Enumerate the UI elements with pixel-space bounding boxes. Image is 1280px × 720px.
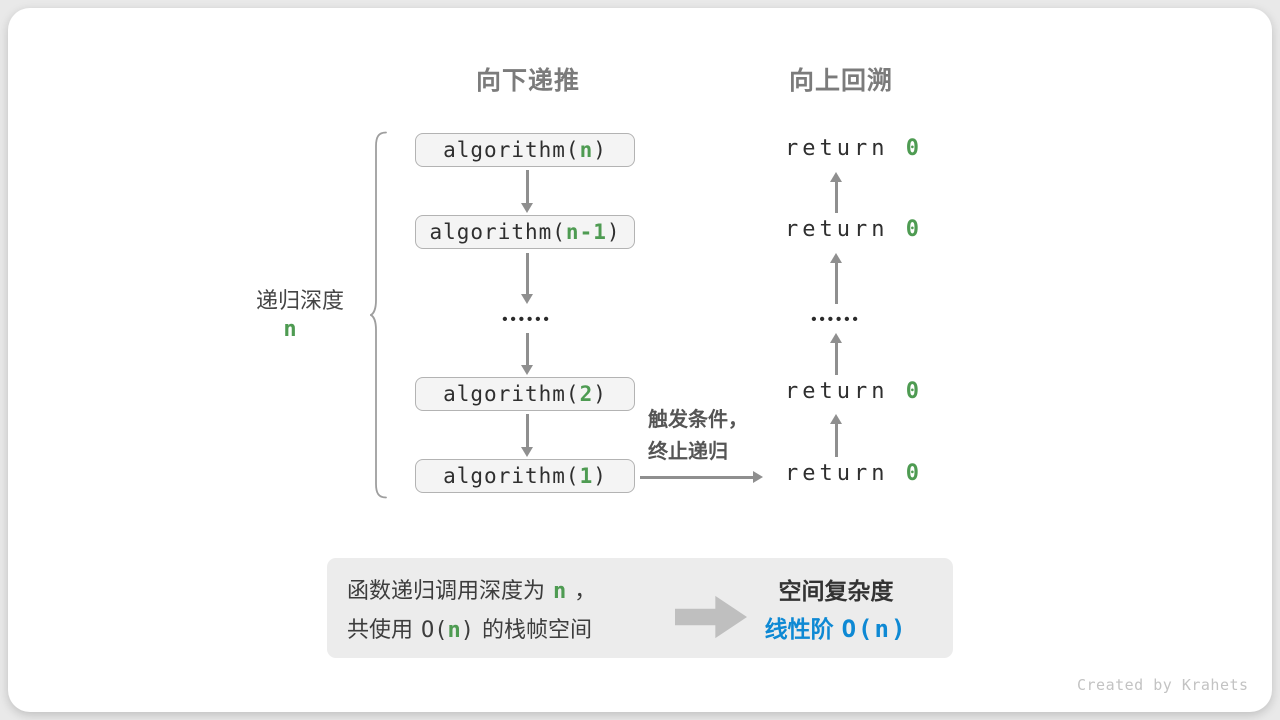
return-value: 0 bbox=[905, 136, 923, 161]
ellipsis-right: •••••• bbox=[811, 311, 861, 328]
summary-var-n: n bbox=[447, 618, 461, 643]
summary-text: 函数递归调用深度为 bbox=[347, 578, 546, 603]
summary-var-n: n bbox=[553, 579, 567, 604]
arrowhead-down-icon bbox=[521, 294, 533, 304]
arrowhead-right-icon bbox=[753, 471, 763, 483]
trigger-line1: 触发条件， bbox=[648, 409, 748, 431]
call-arg: 2 bbox=[579, 382, 594, 406]
complexity-result: 空间复杂度 线性阶 O(n) bbox=[765, 572, 908, 648]
call-suffix: ) bbox=[593, 464, 607, 488]
call-prefix: algorithm( bbox=[443, 382, 580, 406]
return-keyword: return bbox=[785, 217, 906, 242]
depth-label: 递归深度 bbox=[255, 288, 345, 313]
call-arg: n-1 bbox=[565, 220, 607, 244]
return-statement: return 0 bbox=[785, 379, 923, 404]
arrowhead-up-icon bbox=[830, 172, 842, 182]
return-statement: return 0 bbox=[785, 136, 923, 161]
big-o-open: O( bbox=[421, 618, 448, 643]
call-suffix: ) bbox=[593, 382, 607, 406]
arrowhead-down-icon bbox=[521, 365, 533, 375]
complexity-value: 线性阶 O(n) bbox=[765, 610, 908, 648]
call-box-1: algorithm(1) bbox=[415, 459, 635, 493]
call-suffix: ) bbox=[593, 138, 607, 162]
summary-line2: 共使用 O(n) 的栈帧空间 bbox=[347, 611, 596, 650]
complexity-order-label: 线性阶 bbox=[764, 616, 834, 642]
down-arrow bbox=[521, 333, 533, 375]
call-suffix: ) bbox=[606, 220, 621, 244]
trigger-note: 触发条件， 终止递归 bbox=[648, 404, 748, 468]
arrowhead-down-icon bbox=[521, 447, 533, 457]
up-arrow bbox=[830, 172, 842, 213]
header-backtrack-up: 向上回溯 bbox=[788, 67, 894, 95]
summary-text: 的栈帧空间 bbox=[482, 617, 593, 642]
call-box-n: algorithm(n) bbox=[415, 133, 635, 167]
down-arrow bbox=[521, 414, 533, 457]
call-prefix: algorithm( bbox=[429, 220, 566, 244]
return-keyword: return bbox=[785, 136, 906, 161]
complexity-big-o: O(n) bbox=[841, 615, 908, 643]
call-prefix: algorithm( bbox=[443, 138, 580, 162]
arrowhead-up-icon bbox=[830, 333, 842, 343]
call-box-2: algorithm(2) bbox=[415, 377, 635, 411]
call-arg: n bbox=[579, 138, 594, 162]
arrowhead-down-icon bbox=[521, 203, 533, 213]
return-value: 0 bbox=[905, 461, 923, 486]
summary-text: 共使用 bbox=[347, 617, 414, 642]
return-statement: return 0 bbox=[785, 217, 923, 242]
complexity-title: 空间复杂度 bbox=[778, 578, 894, 604]
left-brace bbox=[370, 131, 387, 499]
header-recurse-down: 向下递推 bbox=[475, 67, 581, 95]
terminate-arrow bbox=[640, 470, 763, 484]
arrowhead-up-icon bbox=[830, 414, 842, 424]
watermark-credit: Created by Krahets bbox=[1077, 676, 1249, 694]
implies-arrow-icon bbox=[675, 595, 747, 639]
call-box-n-1: algorithm(n-1) bbox=[415, 215, 635, 249]
down-arrow bbox=[521, 170, 533, 213]
up-arrow bbox=[830, 333, 842, 375]
depth-value: n bbox=[283, 317, 297, 342]
arrowhead-up-icon bbox=[830, 253, 842, 263]
up-arrow bbox=[830, 253, 842, 304]
big-o-close: ) bbox=[460, 618, 475, 643]
summary-comma: ， bbox=[574, 578, 597, 603]
trigger-line2: 终止递归 bbox=[648, 441, 728, 463]
call-prefix: algorithm( bbox=[443, 464, 580, 488]
summary-line1: 函数递归调用深度为 n ， bbox=[347, 572, 596, 611]
return-statement: return 0 bbox=[785, 461, 923, 486]
up-arrow bbox=[830, 414, 842, 457]
return-value: 0 bbox=[905, 379, 923, 404]
ellipsis-left: •••••• bbox=[502, 311, 552, 328]
call-arg: 1 bbox=[579, 464, 594, 488]
down-arrow bbox=[521, 253, 533, 304]
return-value: 0 bbox=[905, 217, 923, 242]
return-keyword: return bbox=[785, 379, 906, 404]
return-keyword: return bbox=[785, 461, 906, 486]
